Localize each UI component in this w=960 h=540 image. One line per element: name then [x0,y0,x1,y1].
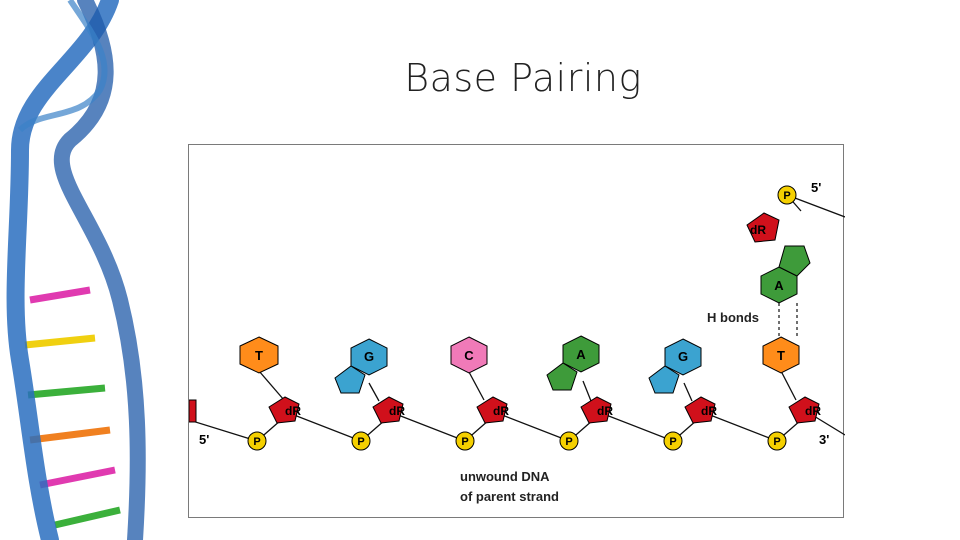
parent-three-prime-label: 3' [819,432,829,447]
parent-base-T [762,336,800,374]
parent-base-A [546,335,600,391]
sugar-labels: dR dR dR dR dR dR [285,404,821,418]
parent-sugars [268,396,820,424]
helix-thin-top [17,0,108,133]
parent-phosphates [247,431,787,451]
h-bond-lines [778,303,798,339]
base-pairing-diagram: T G C A G T [188,144,845,518]
caption-line-1: unwound DNA [460,469,550,484]
parent-strand-backbone [189,412,845,442]
base-label: C [464,348,474,363]
base-label: T [255,348,263,363]
phosphate-label: P [783,190,790,202]
sugar-label: dR [389,404,405,418]
parent-five-prime-label: 5' [199,432,209,447]
parent-base-G [334,338,388,394]
phosphate-label: P [773,436,780,448]
base-label: T [777,348,785,363]
helix-backbone-right [53,0,146,540]
base-label: A [774,278,784,293]
base-label: G [678,349,688,364]
phosphate-label: P [253,436,260,448]
parent-base-T [239,336,279,374]
sugar-label: dR [701,404,717,418]
caption-line-2: of parent strand [460,489,559,504]
new-base-A [760,245,811,304]
helix-backbone-left [6,0,119,540]
h-bonds-label: H bonds [707,310,759,325]
sugar-label: dR [750,223,766,237]
base-label: A [576,347,586,362]
sugar-label: dR [597,404,613,418]
phosphate-label: P [461,436,468,448]
base-label: G [364,349,374,364]
base-stems [258,370,797,402]
sugar-label: dR [285,404,301,418]
dna-helix-decoration-icon [6,0,146,540]
slide-title: Base Pairing [404,56,642,100]
new-phosphate [777,185,797,205]
phosphate-label: P [565,436,572,448]
parent-base-C [450,336,488,374]
parent-base-G [648,338,702,394]
phosphate-label: P [357,436,364,448]
phosphate-label: P [669,436,676,448]
new-sugar [746,212,780,243]
phosphate-labels: P P P P P P [253,436,780,448]
parent-sugar-partial [189,399,197,423]
sugar-label: dR [805,404,821,418]
helix-rungs [24,286,121,529]
new-five-prime-label: 5' [811,180,821,195]
sugar-label: dR [493,404,509,418]
